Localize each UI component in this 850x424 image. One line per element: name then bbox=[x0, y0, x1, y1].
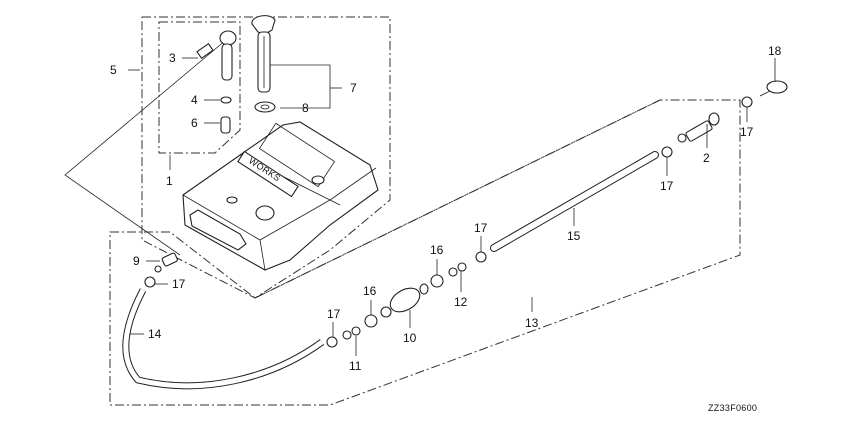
label-17-tank: 17 bbox=[172, 277, 186, 291]
drawing-code: ZZ33F0600 bbox=[708, 403, 757, 413]
label-14: 14 bbox=[148, 327, 162, 341]
label-2: 2 bbox=[703, 151, 710, 165]
label-16-lower: 16 bbox=[363, 284, 377, 298]
label-5: 5 bbox=[110, 63, 117, 77]
group-outline-1 bbox=[158, 21, 241, 154]
tank-handle bbox=[189, 209, 247, 251]
label-10: 10 bbox=[403, 331, 417, 345]
part-18-lanyard-ring bbox=[759, 80, 788, 97]
part-4-washer bbox=[220, 96, 232, 104]
label-9: 9 bbox=[133, 254, 140, 268]
label-8: 8 bbox=[302, 101, 309, 115]
label-15: 15 bbox=[567, 229, 581, 243]
label-1: 1 bbox=[166, 174, 173, 188]
clamp-16b bbox=[430, 274, 444, 288]
group-outline-13 bbox=[109, 99, 741, 406]
label-12: 12 bbox=[454, 295, 468, 309]
label-6: 6 bbox=[191, 116, 198, 130]
part-pickup-tube bbox=[219, 30, 237, 81]
part-10-primer-bulb bbox=[380, 283, 429, 318]
label-11: 11 bbox=[349, 359, 362, 373]
label-17-right: 17 bbox=[740, 125, 754, 139]
label-4: 4 bbox=[191, 93, 198, 107]
part-9-tank-connector bbox=[154, 252, 178, 273]
part-2-engine-connector bbox=[677, 112, 720, 143]
group-outline-15 bbox=[254, 99, 661, 299]
label-17-hose15: 17 bbox=[660, 179, 674, 193]
leader-3-to-9 bbox=[64, 39, 227, 256]
tank-emblem bbox=[237, 150, 299, 198]
label-7: 7 bbox=[350, 81, 357, 95]
label-16-upper: 16 bbox=[430, 243, 444, 257]
label-17-hose14: 17 bbox=[327, 307, 341, 321]
part-7-fuel-gauge bbox=[251, 15, 276, 93]
clamp-16a bbox=[364, 314, 378, 328]
clamp-17 bbox=[144, 96, 753, 348]
part-8-seal bbox=[254, 101, 276, 113]
part-12-connector bbox=[448, 262, 467, 277]
label-18: 18 bbox=[768, 44, 782, 58]
tank-filler-cap bbox=[255, 205, 275, 221]
label-13: 13 bbox=[525, 316, 539, 330]
part-6-plug bbox=[220, 116, 231, 134]
part-11-connector bbox=[342, 326, 361, 340]
fuel-tank: WORKS bbox=[182, 121, 379, 271]
part-3-fitting bbox=[196, 42, 214, 60]
label-17-mid: 17 bbox=[474, 221, 488, 235]
label-3: 3 bbox=[169, 51, 176, 65]
